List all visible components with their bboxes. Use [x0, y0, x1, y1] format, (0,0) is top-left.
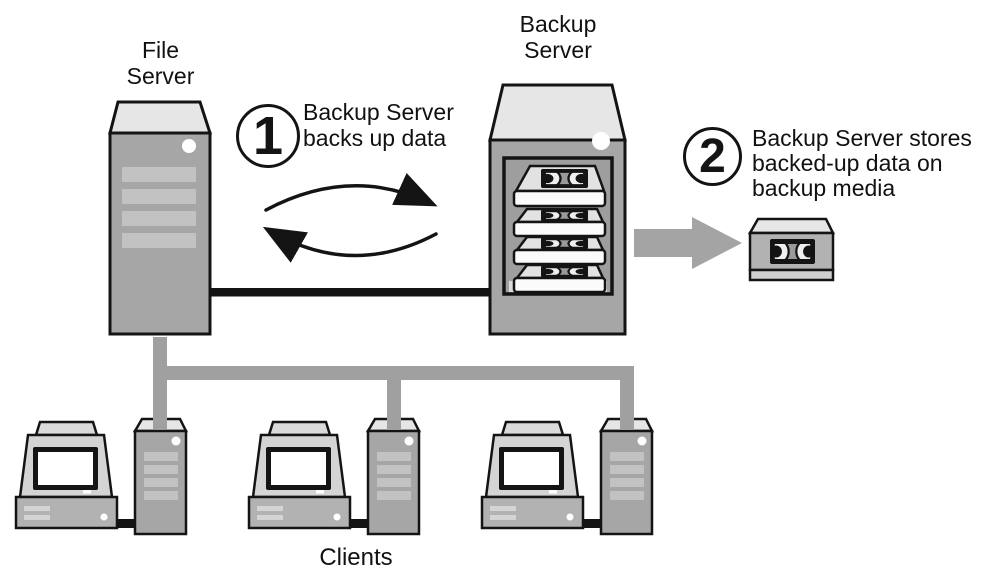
client-3: [480, 417, 654, 536]
client-1: [14, 417, 188, 536]
backup-server-led: [592, 132, 610, 150]
transfer-arrow-icon: [634, 217, 742, 269]
tape-drive-bay: [502, 156, 614, 296]
file-server-tower: [108, 100, 213, 336]
step-2-badge: 2: [683, 127, 742, 186]
step-2-caption: Backup Server stores backed-up data on b…: [752, 125, 972, 201]
backup-server-label: Backup Server: [519, 11, 597, 63]
file-server-led: [182, 139, 196, 153]
network-bus: [153, 337, 634, 430]
step-2-number: 2: [699, 130, 726, 183]
server-network-cable: [208, 288, 492, 297]
cycle-arrows-icon: [262, 173, 438, 263]
client-2: [247, 417, 421, 536]
file-server-vents: [122, 167, 196, 248]
step-1-caption: Backup Server backs up data: [303, 99, 454, 151]
backup-server-tower: [488, 83, 627, 336]
tape-drive-1: [512, 164, 607, 208]
step-1-badge: 1: [236, 104, 300, 168]
step-1-number: 1: [252, 106, 284, 166]
tape-drive-3: [512, 235, 607, 266]
tape-drive-4: [512, 263, 607, 294]
tape-cartridge-icon: [747, 217, 836, 282]
file-server-label: File Server: [126, 37, 195, 89]
clients-label: Clients: [319, 544, 393, 571]
tape-drive-2: [512, 207, 607, 238]
